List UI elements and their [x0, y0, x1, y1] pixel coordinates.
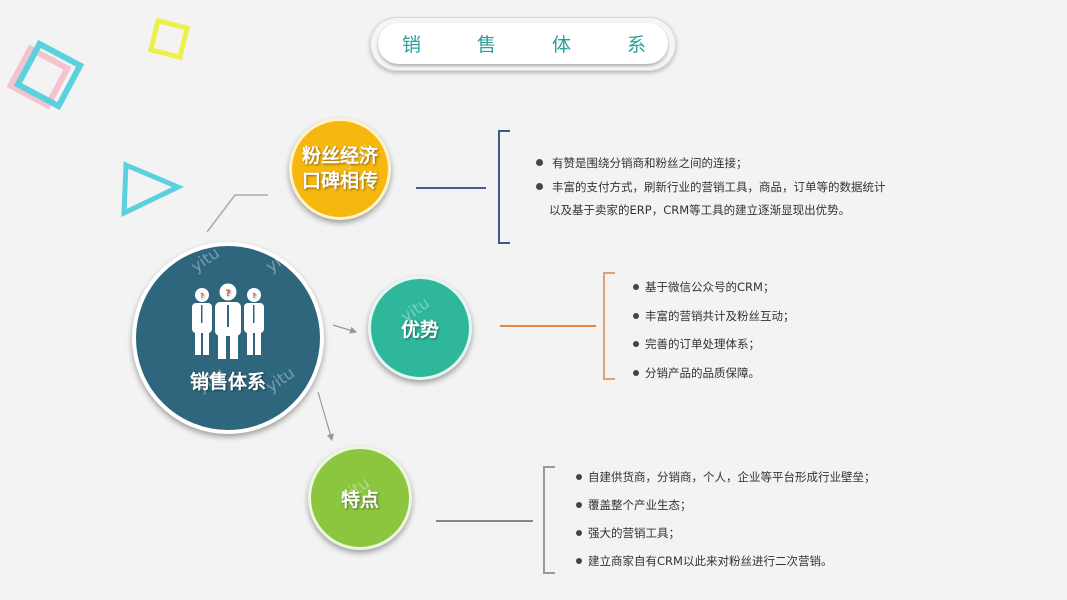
bullet-icon — [576, 557, 582, 564]
center-node-label: 销售体系 — [189, 370, 266, 393]
list-item: 基于微信公众号的CRM； — [633, 279, 774, 295]
node-label: 优势 — [400, 318, 439, 341]
svg-text:?: ? — [200, 292, 204, 300]
list-item: 以及基于卖家的ERP，CRM等工具的建立逐渐显现出优势。 — [549, 203, 851, 217]
title-banner: 销 售 体 系 — [370, 17, 676, 71]
title-char: 系 — [626, 34, 646, 56]
bullet-icon — [536, 159, 543, 166]
bullet-icon — [633, 340, 639, 347]
title-char: 售 — [476, 34, 496, 56]
svg-text:?: ? — [252, 292, 256, 300]
list-item: 丰富的支付方式，刷新行业的营销工具，商品，订单等的数据统计 — [536, 179, 886, 195]
bullet-icon — [576, 501, 582, 508]
list-item: 丰富的营销共计及粉丝互动； — [633, 308, 795, 324]
list-item: 建立商家自有CRM以此来对粉丝进行二次营销。 — [576, 553, 832, 569]
bullet-icon — [633, 369, 639, 376]
title-char: 销 — [402, 34, 422, 56]
decorative-shapes — [6, 17, 191, 218]
list-item: 完善的订单处理体系； — [633, 336, 760, 352]
bracket-fans — [498, 130, 510, 244]
node-label: 特点 — [340, 488, 379, 511]
node-fans-economy: 粉丝经济 口碑相传 — [289, 118, 391, 220]
title-char: 体 — [551, 34, 571, 56]
node-features: 特点 — [308, 446, 412, 550]
bullet-icon — [576, 473, 582, 480]
features-list: 自建供货商，分销商，个人，企业等平台形成行业壁垒； 覆盖整个产业生态； 强大的营… — [576, 468, 956, 578]
list-item: 覆盖整个产业生态； — [576, 497, 692, 513]
bracket-advantage — [603, 272, 615, 380]
center-node: ? ? ? 销售体系 — [132, 242, 324, 434]
node-label-line: 口碑相传 — [301, 170, 378, 192]
svg-text:?: ? — [225, 289, 230, 299]
bullet-icon — [633, 312, 639, 319]
bullet-icon — [576, 529, 582, 536]
node-advantage: 优势 — [368, 276, 472, 380]
list-item: 有赞是围绕分销商和粉丝之间的连接； — [536, 155, 748, 171]
bullet-icon — [633, 283, 639, 290]
fans-list: 有赞是围绕分销商和粉丝之间的连接； 丰富的支付方式，刷新行业的营销工具，商品，订… — [536, 150, 936, 230]
title-text: 销 售 体 系 — [378, 23, 668, 64]
list-item: 自建供货商，分销商，个人，企业等平台形成行业壁垒； — [576, 469, 876, 485]
bullet-icon — [536, 183, 543, 190]
node-label-line: 粉丝经济 — [301, 145, 378, 167]
list-item: 强大的营销工具； — [576, 525, 680, 541]
bracket-features — [543, 466, 555, 574]
people-group-icon: ? ? ? — [192, 283, 264, 359]
list-item: 分销产品的品质保障。 — [633, 365, 760, 381]
advantage-list: 基于微信公众号的CRM； 丰富的营销共计及粉丝互动； 完善的订单处理体系； 分销… — [633, 278, 893, 388]
